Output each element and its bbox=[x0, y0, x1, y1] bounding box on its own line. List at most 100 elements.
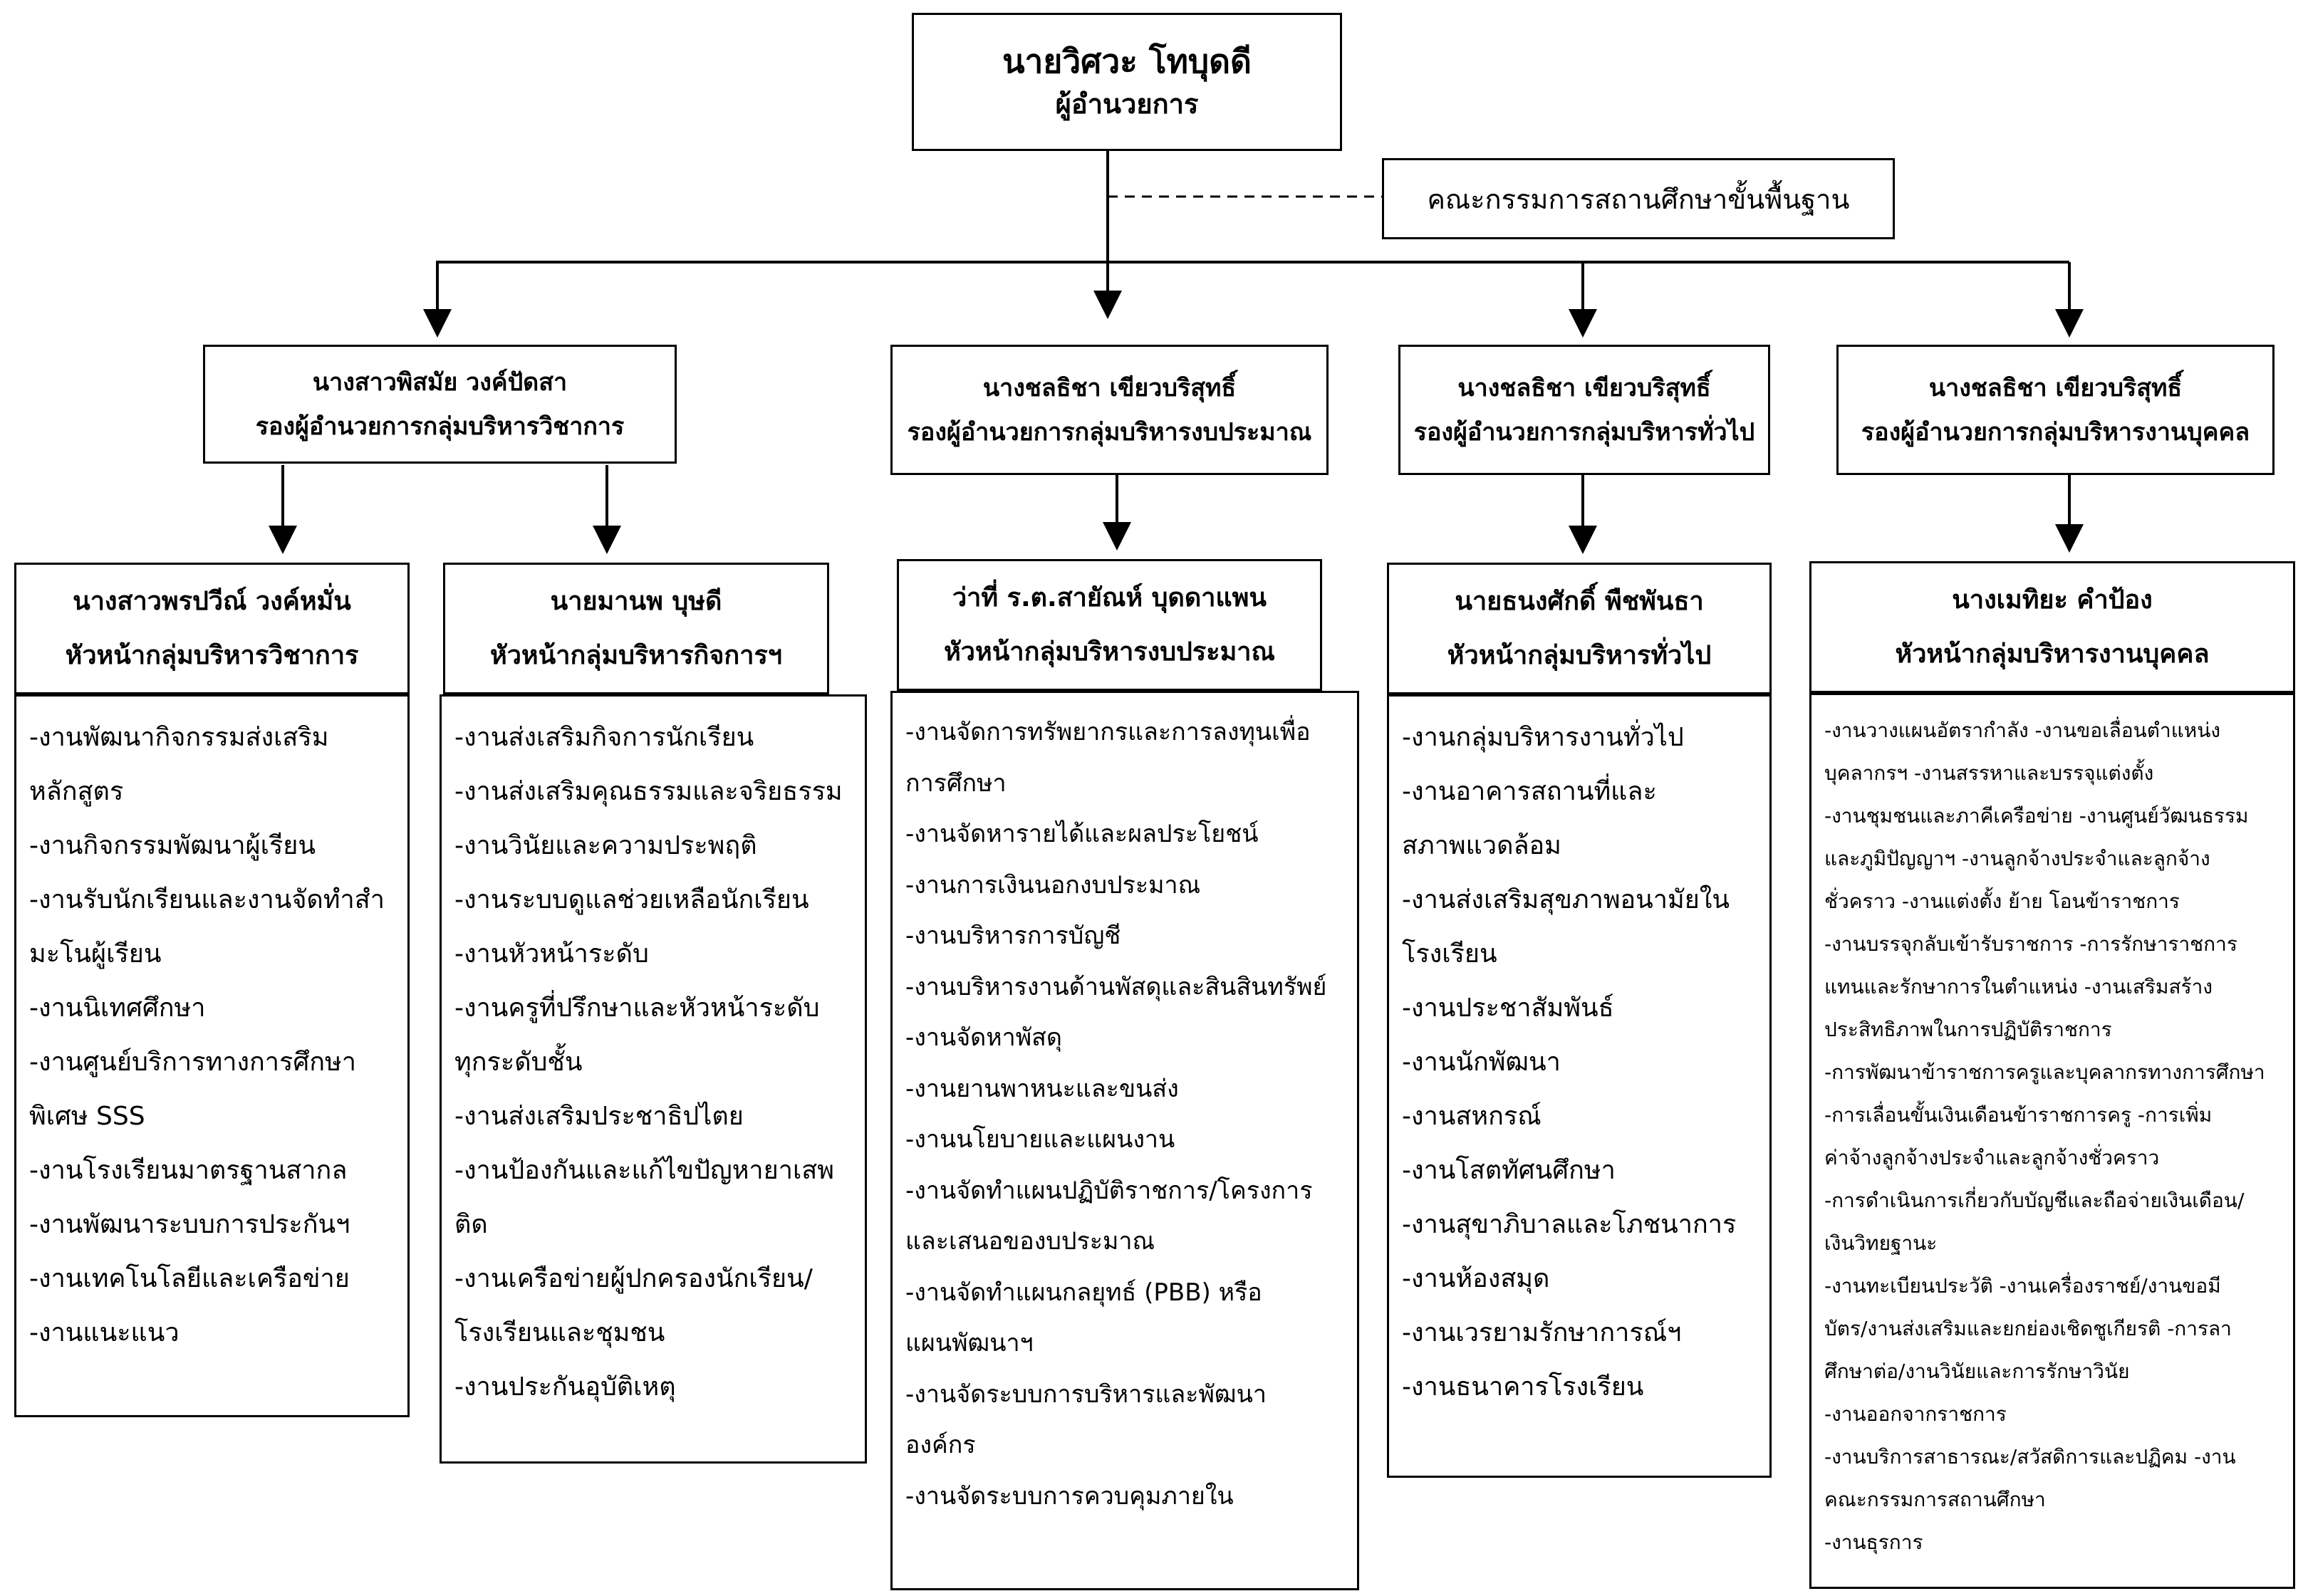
task-item: -งานส่งเสริมกิจการนักเรียน bbox=[454, 723, 754, 752]
task-item: -งานธุรการ bbox=[1824, 1530, 1923, 1554]
deputy-name: นางชลธิชา เขียวบริสุทธิ์ bbox=[1928, 373, 2183, 402]
task-item: -งานศูนย์บริการทางการศึกษา bbox=[29, 1048, 356, 1077]
head-box-student-affairs: นายมานพ บุษดี หัวหน้ากลุ่มบริหารกิจการฯ bbox=[443, 563, 829, 694]
task-item: ติด bbox=[454, 1210, 488, 1239]
task-item: ประสิทธิภาพในการปฏิบัติราชการ bbox=[1824, 1018, 2112, 1041]
head-box-academic: นางสาวพรปวีณ์ วงค์หมั่น หัวหน้ากลุ่มบริห… bbox=[14, 563, 410, 694]
task-item: บัตร/งานส่งเสริมและยกย่องเชิดชูเกียรติ -… bbox=[1824, 1317, 2232, 1340]
task-item: -งานจัดทำแผนปฏิบัติราชการ/โครงการ bbox=[905, 1176, 1313, 1205]
task-list-personnel: -งานวางแผนอัตรากำลัง -งานขอเลื่อนตำแหน่ง… bbox=[1809, 693, 2295, 1589]
task-item: -งานจัดการทรัพยากรและการลงทุนเพื่อ bbox=[905, 718, 1311, 746]
task-item: -งานบริหารงานด้านพัสดุและสินสินทรัพย์ bbox=[905, 972, 1327, 1001]
head-title: หัวหน้ากลุ่มบริหารวิชาการ bbox=[65, 640, 359, 670]
task-item: -งานระบบดูแลช่วยเหลือนักเรียน bbox=[454, 885, 809, 914]
task-item: -งานธนาคารโรงเรียน bbox=[1402, 1372, 1644, 1402]
task-item: -งานพัฒนากิจกรรมส่งเสริม bbox=[29, 723, 329, 752]
deputy-name: นางชลธิชา เขียวบริสุทธิ์ bbox=[982, 373, 1237, 402]
task-item: การศึกษา bbox=[905, 768, 1007, 798]
task-item: -งานจัดหาพัสดุ bbox=[905, 1023, 1062, 1052]
task-item: -งานห้องสมุด bbox=[1402, 1264, 1550, 1293]
director-box: นายวิศวะ โทบุดดี ผู้อำนวยการ bbox=[912, 13, 1342, 151]
task-list-academic: -งานพัฒนากิจกรรมส่งเสริมหลักสูตร-งานกิจก… bbox=[14, 694, 410, 1417]
head-title: หัวหน้ากลุ่มบริหารทั่วไป bbox=[1447, 640, 1712, 670]
head-title: หัวหน้ากลุ่มบริหารงานบุคคล bbox=[1895, 639, 2210, 669]
task-item: -งานเทคโนโลยีและเครือข่าย bbox=[29, 1264, 350, 1293]
task-item: -งานจัดระบบการควบคุมภายใน bbox=[905, 1481, 1234, 1511]
task-item: -การดำเนินการเกี่ยวกับบัญชีและถือจ่ายเงิ… bbox=[1824, 1189, 2245, 1212]
task-item: -งานบริการสาธารณะ/สวัสดิการและปฏิคม -งาน bbox=[1824, 1445, 2236, 1469]
head-name: ว่าที่ ร.ต.สายัณห์ บุดดาแพน bbox=[952, 583, 1267, 612]
task-item: -งานเวรยามรักษาการณ์ฯ bbox=[1402, 1318, 1682, 1347]
task-item: โรงเรียน bbox=[1402, 939, 1497, 969]
task-item: -งานโรงเรียนมาตรฐานสากล bbox=[29, 1156, 348, 1185]
task-item: -งานออกจากราชการ bbox=[1824, 1402, 2007, 1426]
task-item: สภาพแวดล้อม bbox=[1402, 831, 1561, 860]
task-list-student-affairs: -งานส่งเสริมกิจการนักเรียน -งานส่งเสริมคุ… bbox=[440, 694, 867, 1464]
task-item: และเสนอของบประมาณ bbox=[905, 1227, 1155, 1256]
task-item: -งานประกันอุบัติเหตุ bbox=[454, 1372, 676, 1402]
task-item: -งานโสตทัศนศึกษา bbox=[1402, 1156, 1616, 1185]
task-item: -งานรับนักเรียนและงานจัดทำสำ bbox=[29, 885, 385, 914]
head-title: หัวหน้ากลุ่มบริหารงบประมาณ bbox=[944, 637, 1275, 667]
task-item: ทุกระดับชั้น bbox=[454, 1048, 583, 1077]
deputy-box-personnel: นางชลธิชา เขียวบริสุทธิ์ รองผู้อำนวยการก… bbox=[1836, 345, 2275, 475]
task-item: บุคลากรฯ -งานสรรหาและบรรจุแต่งตั้ง bbox=[1824, 761, 2154, 785]
task-item: มะโนผู้เรียน bbox=[29, 939, 162, 969]
deputy-name: นางสาวพิสมัย วงค์ปัดสา bbox=[312, 367, 568, 397]
task-item: -งานนักพัฒนา bbox=[1402, 1048, 1561, 1077]
task-item: พิเศษ SSS bbox=[29, 1102, 145, 1131]
task-item: -งานจัดระบบการบริหารและพัฒนา bbox=[905, 1379, 1267, 1409]
task-item: -งานนโยบายและแผนงาน bbox=[905, 1125, 1175, 1154]
task-item: -งานบรรจุกลับเข้ารับราชการ -การรักษาราชก… bbox=[1824, 932, 2237, 956]
task-item: -งานอาคารสถานที่และ bbox=[1402, 777, 1657, 806]
deputy-title: รองผู้อำนวยการกลุ่มบริหารวิชาการ bbox=[255, 412, 625, 441]
task-item: -งานทะเบียนประวัติ -งานเครื่องราชย์/งานข… bbox=[1824, 1274, 2221, 1298]
task-item: -งานกลุ่มบริหารงานทั่วไป bbox=[1402, 723, 1684, 752]
task-item: หลักสูตร bbox=[29, 777, 124, 806]
task-item: ศึกษาต่อ/งานวินัยและการรักษาวินัย bbox=[1824, 1360, 2130, 1383]
task-item: -งานจัดทำแผนกลยุทธ์ (PBB) หรือ bbox=[905, 1278, 1262, 1307]
task-item: -งานป้องกันและแก้ไขปัญหายาเสพ bbox=[454, 1156, 834, 1185]
task-item: ค่าจ้างลูกจ้างประจำและลูกจ้างชั่วคราว bbox=[1824, 1146, 2160, 1169]
task-item: -งานส่งเสริมคุณธรรมและจริยธรรม bbox=[454, 777, 843, 806]
task-item: -งานสุขาภิบาลและโภชนาการ bbox=[1402, 1210, 1737, 1239]
task-item: -งานจัดหารายได้และผลประโยชน์ bbox=[905, 820, 1259, 848]
task-list-general: -งานกลุ่มบริหารงานทั่วไป -งานอาคารสถานที่… bbox=[1387, 694, 1772, 1478]
deputy-title: รองผู้อำนวยการกลุ่มบริหารงานบุคคล bbox=[1861, 417, 2250, 447]
head-title: หัวหน้ากลุ่มบริหารกิจการฯ bbox=[489, 640, 782, 670]
head-name: นางสาวพรปวีณ์ วงค์หมั่น bbox=[73, 586, 351, 616]
head-name: นายมานพ บุษดี bbox=[550, 586, 722, 616]
deputy-title: รองผู้อำนวยการกลุ่มบริหารงบประมาณ bbox=[907, 417, 1312, 447]
task-item: -งานส่งเสริมประชาธิปไตย bbox=[454, 1102, 744, 1131]
task-item: -งานยานพาหนะและขนส่ง bbox=[905, 1074, 1179, 1103]
task-item: -งานบริหารการบัญชี bbox=[905, 922, 1121, 950]
head-name: นายธนงศักดิ์ พืชพันธา bbox=[1455, 586, 1704, 616]
task-list-budget: -งานจัดการทรัพยากรและการลงทุนเพื่อการศึก… bbox=[890, 691, 1359, 1590]
head-name: นางเมทิยะ คำป้อง bbox=[1952, 585, 2153, 615]
task-item: ชั่วคราว -งานแต่งตั้ง ย้าย โอนข้าราชการ bbox=[1824, 890, 2180, 913]
head-box-personnel: นางเมทิยะ คำป้อง หัวหน้ากลุ่มบริหารงานบุ… bbox=[1809, 561, 2295, 693]
deputy-name: นางชลธิชา เขียวบริสุทธิ์ bbox=[1457, 373, 1711, 402]
deputy-box-budget: นางชลธิชา เขียวบริสุทธิ์ รองผู้อำนวยการก… bbox=[890, 345, 1329, 475]
task-item: -งานประชาสัมพันธ์ bbox=[1402, 993, 1614, 1023]
deputy-box-general: นางชลธิชา เขียวบริสุทธิ์ รองผู้อำนวยการก… bbox=[1398, 345, 1770, 475]
task-item: องค์กร bbox=[905, 1431, 976, 1459]
task-item: -งานวินัยและความประพฤติ bbox=[454, 831, 757, 860]
head-box-budget: ว่าที่ ร.ต.สายัณห์ บุดดาแพน หัวหน้ากลุ่ม… bbox=[897, 559, 1322, 691]
task-item: -งานนิเทศศึกษา bbox=[29, 993, 206, 1023]
task-item: -งานพัฒนาระบบการประกันฯ bbox=[29, 1210, 350, 1239]
task-item: -งานการเงินนอกงบประมาณ bbox=[905, 870, 1201, 899]
task-item: -การพัฒนาข้าราชการครูและบุคลากรทางการศึก… bbox=[1824, 1060, 2265, 1084]
board-box: คณะกรรมการสถานศึกษาขั้นพื้นฐาน bbox=[1382, 158, 1895, 239]
task-item: โรงเรียนและชุมชน bbox=[454, 1318, 665, 1347]
task-item: -งานเครือข่ายผู้ปกครองนักเรียน/ bbox=[454, 1264, 813, 1293]
task-item: -งานสหกรณ์ bbox=[1402, 1102, 1542, 1131]
task-item: -การเลื่อนขั้นเงินเดือนข้าราชการครู -การ… bbox=[1824, 1103, 2213, 1127]
task-item: -งานชุมชนและภาคีเครือข่าย -งานศูนย์วัฒนธ… bbox=[1824, 804, 2249, 828]
deputy-title: รองผู้อำนวยการกลุ่มบริหารทั่วไป bbox=[1413, 417, 1755, 447]
task-item: เงินวิทยฐานะ bbox=[1824, 1231, 1938, 1255]
task-item: -งานส่งเสริมสุขภาพอนามัยใน bbox=[1402, 885, 1730, 914]
task-item: -งานวางแผนอัตรากำลัง -งานขอเลื่อนตำแหน่ง bbox=[1824, 719, 2221, 742]
head-box-general: นายธนงศักดิ์ พืชพันธา หัวหน้ากลุ่มบริหาร… bbox=[1387, 563, 1772, 694]
